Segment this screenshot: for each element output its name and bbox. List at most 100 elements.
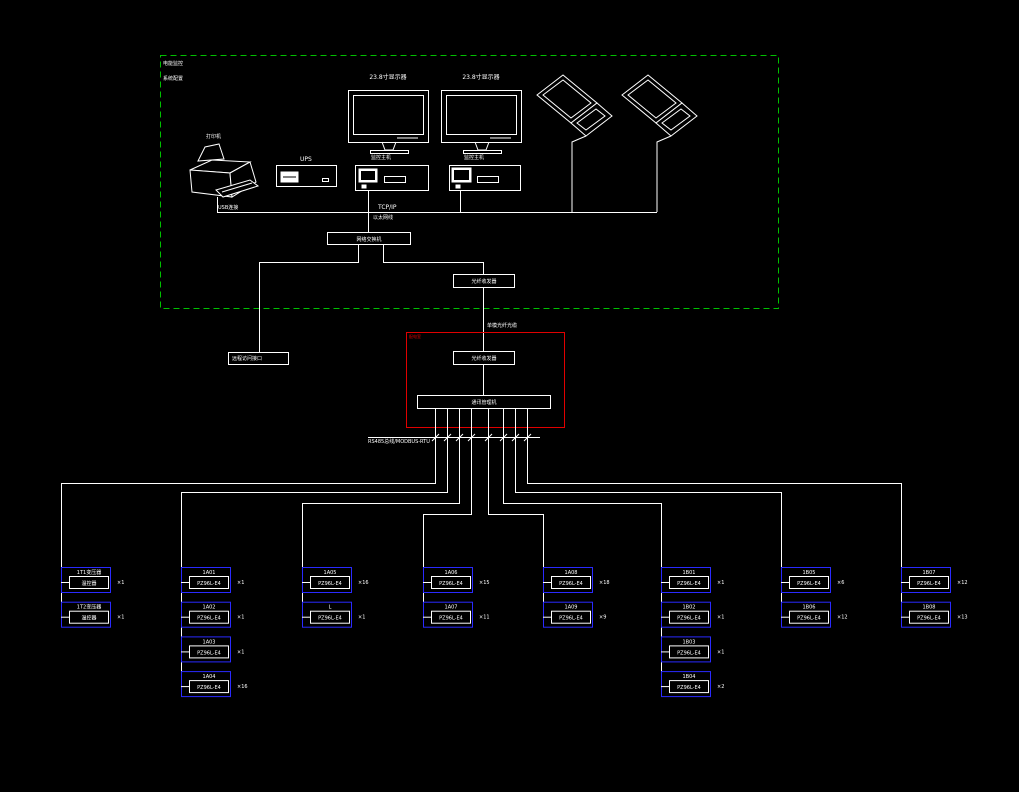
- meter-quantity: ×13: [957, 615, 968, 621]
- meter-model: 温控器: [81, 580, 96, 587]
- meter-block-frame: [661, 671, 711, 698]
- meter-model: PZ96L-E4: [917, 581, 941, 587]
- ups-switch: [322, 178, 329, 182]
- meter-quantity: ×11: [479, 615, 490, 621]
- meter-quantity: ×1: [717, 649, 724, 655]
- meter-model: PZ96L-E4: [559, 616, 583, 622]
- ups: UPS: [276, 156, 337, 187]
- meter-quantity: ×1: [358, 615, 365, 621]
- switch-to-transceiver-line: [383, 244, 484, 274]
- meter-model: PZ96L-E4: [677, 650, 701, 656]
- meter-device: [789, 576, 829, 589]
- monitor-1: 23.8寸显示器 监控主机: [348, 73, 429, 161]
- meter-block-frame: [61, 567, 111, 593]
- meter-device: [69, 610, 109, 624]
- meter-quantity: ×16: [237, 684, 248, 690]
- meter-quantity: ×12: [837, 615, 848, 621]
- meter-model: PZ96L-E4: [917, 616, 941, 622]
- meter-device: [669, 680, 709, 694]
- meter-quantity: ×12: [957, 580, 968, 586]
- monitor-screen: [353, 95, 424, 135]
- meter-area: 1T1变压器温控器×11T2变压器温控器×11A01PZ96L-E4×11A02…: [61, 408, 968, 698]
- meter-device: [189, 680, 229, 694]
- bus-branch-line: [61, 408, 436, 617]
- host-2: [449, 165, 521, 191]
- bus-branch-line: [503, 408, 662, 687]
- meter-tag: 1B06: [803, 605, 816, 611]
- meter-tag: L: [329, 605, 332, 611]
- meter-device: [551, 576, 591, 589]
- meter-model: PZ96L-E4: [439, 616, 463, 622]
- meter-model: PZ96L-E4: [439, 581, 463, 587]
- bus-branch-line: [488, 408, 544, 617]
- meter-block-frame: [901, 601, 951, 628]
- meter-model: PZ96L-E4: [197, 616, 221, 622]
- rs485-bus-label: RS485总线/MODBUS-RTU: [368, 438, 430, 445]
- tcpip-label: TCP/IP: [377, 204, 397, 211]
- bus-branch-line: [302, 408, 460, 617]
- meter-model: PZ96L-E4: [677, 616, 701, 622]
- meter-tag: 1A03: [203, 639, 216, 645]
- meter-quantity: ×1: [717, 615, 724, 621]
- monitor-room-subtitle: 系统配置: [163, 75, 183, 82]
- distribution-room-border: [406, 332, 565, 428]
- meter-tag: 1A04: [203, 674, 216, 680]
- ups-label: UPS: [300, 156, 312, 163]
- meter-model: PZ96L-E4: [197, 685, 221, 691]
- meter-device: [310, 576, 350, 589]
- laptop-base: [655, 102, 698, 137]
- meter-model: PZ96L-E4: [197, 650, 221, 656]
- laptop-2: [621, 74, 698, 212]
- meter-device: [69, 576, 109, 589]
- meter-device: [909, 610, 949, 624]
- meter-device: [909, 576, 949, 589]
- bus-terminal-mark: [467, 433, 476, 442]
- bus-branch-line: [423, 408, 472, 617]
- monitor-2-label: 23.8寸显示器: [462, 73, 499, 81]
- network-switch: [327, 232, 411, 245]
- meter-tag: 1A08: [565, 570, 578, 576]
- host-2-label: 监控主机: [464, 154, 484, 161]
- printer-tray-line: [221, 182, 253, 193]
- meter-quantity: ×1: [237, 649, 244, 655]
- meter-device: [189, 576, 229, 589]
- meter-device: [189, 610, 229, 624]
- meter-model: PZ96L-E4: [559, 581, 583, 587]
- meter-quantity: ×15: [479, 580, 490, 586]
- monitor-icon: [348, 90, 429, 143]
- meter-column-2: 1A01PZ96L-E4×11A02PZ96L-E4×11A03PZ96L-E4…: [181, 408, 452, 698]
- meter-quantity: ×6: [837, 580, 844, 586]
- printer-paper: [197, 143, 225, 162]
- host-drive-slot: [477, 176, 499, 183]
- meter-quantity: ×1: [117, 615, 124, 621]
- communication-gateway: [417, 395, 551, 409]
- network-switch-label: 网络交换机: [356, 236, 381, 243]
- meter-tag: 1B04: [683, 674, 696, 680]
- meter-model: PZ96L-E4: [197, 581, 221, 587]
- bus-branch-line: [515, 408, 782, 617]
- meter-device: [669, 576, 709, 589]
- meter-block-frame: [302, 567, 352, 593]
- remote-access-label: 远程访问接口: [232, 355, 262, 362]
- laptop-screen: [627, 79, 677, 119]
- bus-terminal-mark: [523, 433, 532, 442]
- meter-model: PZ96L-E4: [677, 581, 701, 587]
- meter-tag: 1T2变压器: [77, 604, 101, 611]
- host-power-button: [361, 184, 367, 189]
- switch-to-remote-line: [259, 244, 359, 352]
- meter-tag: 1T1变压器: [77, 569, 101, 576]
- meter-device: [431, 576, 471, 589]
- meter-tag: 1A01: [203, 570, 216, 576]
